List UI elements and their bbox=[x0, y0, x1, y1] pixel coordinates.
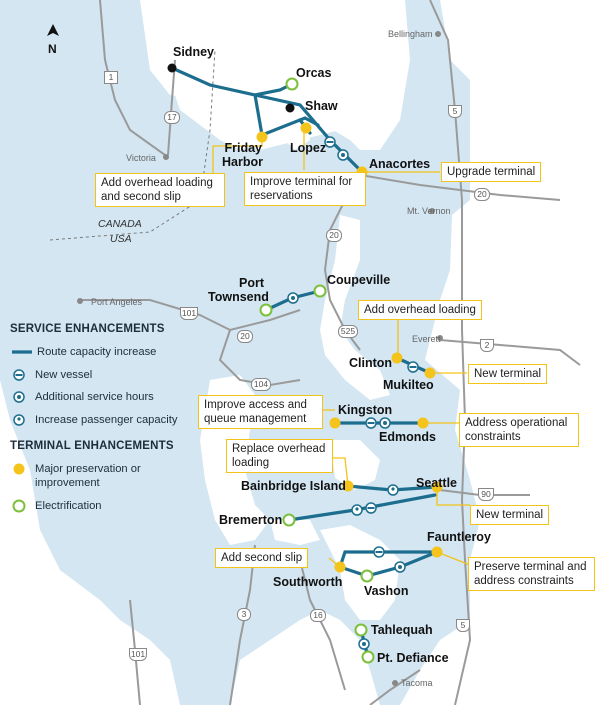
callout-kingston: Improve access and queue management bbox=[198, 395, 323, 429]
legend-electrification-label: Electrification bbox=[35, 500, 102, 512]
highway-shield-20-whidbey: 20 bbox=[326, 229, 342, 242]
city-label-victoria: Victoria bbox=[126, 153, 156, 163]
highway-shield-101-north: 101 bbox=[180, 307, 198, 320]
callout-bainbridge: Replace overhead loading bbox=[226, 439, 333, 473]
city-label-mt-vernon: Mt. Vernon bbox=[407, 206, 451, 216]
terminal-label-coupeville: Coupeville bbox=[327, 273, 391, 287]
legend-major-label: Major preservation or improvement bbox=[35, 463, 141, 489]
city-label-tacoma: Tacoma bbox=[401, 678, 433, 688]
highway-shield-1: 1 bbox=[104, 71, 118, 84]
legend-terminal-title: TERMINAL ENHANCEMENTS bbox=[10, 440, 174, 452]
terminal-label-shaw: Shaw bbox=[305, 99, 338, 113]
highway-shield-5-north: 5 bbox=[448, 105, 462, 118]
callout-seattle: New terminal bbox=[470, 505, 550, 525]
city-label-port-angeles: Port Angeles bbox=[91, 297, 143, 307]
city-dots bbox=[77, 31, 443, 686]
border-line bbox=[49, 49, 216, 241]
highway-shield-17: 17 bbox=[164, 111, 180, 124]
terminal-label-bainbridge-island: Bainbridge Island bbox=[241, 479, 346, 493]
usa-label: USA bbox=[110, 233, 132, 245]
callout-edmonds: Address operational constraints bbox=[459, 413, 579, 447]
city-label-everett: Everett bbox=[412, 334, 441, 344]
legend-icons bbox=[12, 350, 32, 513]
north-arrow-icon bbox=[47, 24, 59, 36]
terminal-label-bremerton: Bremerton bbox=[219, 513, 283, 527]
terminal-dots bbox=[167, 63, 443, 664]
terminal-label-southworth: Southworth bbox=[273, 575, 343, 589]
highway-shield-101-south: 101 bbox=[129, 648, 147, 661]
terminal-label-orcas: Orcas bbox=[296, 66, 332, 80]
legend-route-label: Route capacity increase bbox=[37, 346, 157, 358]
highway-shield-3: 3 bbox=[237, 608, 251, 621]
legend-service-title: SERVICE ENHANCEMENTS bbox=[10, 323, 165, 335]
terminal-label-pt-defiance: Pt. Defiance bbox=[377, 651, 449, 665]
terminal-label-seattle: Seattle bbox=[416, 476, 457, 490]
city-label-bellingham: Bellingham bbox=[388, 29, 433, 39]
callout-lopez: Improve terminal for reservations bbox=[244, 172, 366, 206]
highway-shield-90: 90 bbox=[478, 488, 494, 501]
terminal-label-kingston: Kingston bbox=[338, 403, 393, 417]
terminal-label-mukilteo: Mukilteo bbox=[383, 378, 434, 392]
highway-shield-2: 2 bbox=[480, 339, 494, 352]
highway-shield-20-east: 20 bbox=[474, 188, 490, 201]
callout-leaders bbox=[212, 130, 471, 568]
terminal-label-edmonds: Edmonds bbox=[379, 430, 436, 444]
terminal-label-friday-harbor: Friday Harbor bbox=[222, 141, 263, 169]
callout-anacortes: Upgrade terminal bbox=[441, 162, 542, 182]
legend-passenger-label: Increase passenger capacity bbox=[35, 414, 178, 426]
highway-shield-104: 104 bbox=[251, 378, 271, 391]
legend-vessel-label: New vessel bbox=[35, 369, 93, 381]
terminal-label-lopez: Lopez bbox=[290, 141, 327, 155]
canada-label: CANADA bbox=[98, 218, 142, 230]
terminal-label-fauntleroy: Fauntleroy bbox=[427, 530, 491, 544]
callout-clinton: Add overhead loading bbox=[358, 300, 482, 320]
highway-shield-20-west: 20 bbox=[237, 330, 253, 343]
terminal-label-tahlequah: Tahlequah bbox=[371, 623, 433, 637]
callout-fauntleroy: Preserve terminal and address constraint… bbox=[468, 557, 595, 591]
highway-shield-5-south: 5 bbox=[456, 619, 470, 632]
terminal-label-sidney: Sidney bbox=[173, 45, 214, 59]
highway-shield-525: 525 bbox=[338, 325, 358, 338]
ferry-routes bbox=[170, 66, 439, 659]
terminal-label-port-townsend: Port Townsend bbox=[208, 276, 269, 304]
highway-shield-16: 16 bbox=[310, 609, 326, 622]
callout-friday-harbor: Add overhead loading and second slip bbox=[95, 173, 225, 207]
callout-southworth: Add second slip bbox=[215, 548, 309, 568]
terminal-label-clinton: Clinton bbox=[349, 356, 393, 370]
terminal-label-vashon: Vashon bbox=[364, 584, 409, 598]
route-icons bbox=[287, 136, 419, 650]
north-label: N bbox=[48, 42, 57, 56]
callout-mukilteo: New terminal bbox=[468, 364, 548, 384]
terminal-label-anacortes: Anacortes bbox=[369, 157, 431, 171]
legend-hours-label: Additional service hours bbox=[35, 391, 154, 403]
